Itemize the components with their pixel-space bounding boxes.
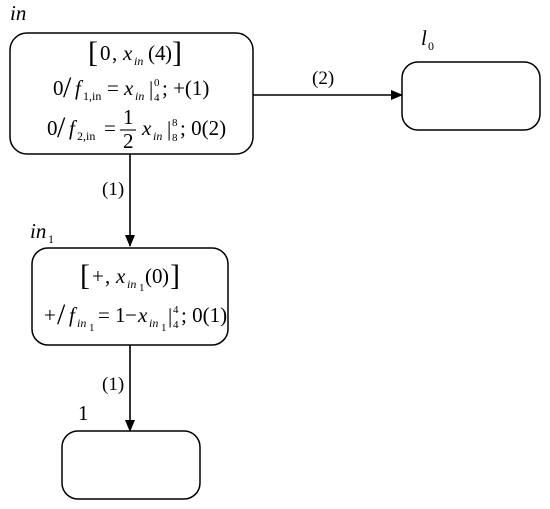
svg-text:0: 0 [100,41,111,65]
svg-text:in: in [77,316,86,330]
svg-text:1: 1 [89,322,95,334]
edge-label-in1-to-n1: (1) [102,374,124,395]
svg-text:0: 0 [47,116,58,140]
node-1: 1 [61,401,201,500]
node-in1-box [31,247,229,346]
svg-text:): ) [165,41,172,65]
svg-text:0: 0 [53,76,64,100]
svg-text:+: + [92,264,104,288]
svg-text:f: f [69,303,78,327]
svg-text:0: 0 [428,39,434,53]
svg-text:; +(1): ; +(1) [162,76,209,100]
svg-text:|: | [168,304,172,328]
svg-text:f: f [75,76,84,100]
node-in: in [ 0 , x in ( 4 ) ] 0 / f 1,in = x in … [9,1,254,155]
node-in-line2: 0 / f 1,in = x in | 0 4 ; +(1) [53,71,209,104]
node-1-box [61,430,201,500]
svg-text:in: in [134,54,143,68]
svg-text:1,in: 1,in [83,89,101,103]
svg-text:4: 4 [155,41,166,65]
svg-text:/: / [63,71,72,104]
edge-in-to-l0: (2) [253,68,403,100]
node-in-line3: 0 / f 2,in = 1 2 x in | 8 8 ; 0(2) [47,105,226,153]
svg-text:x: x [122,41,133,65]
svg-text:]: ] [172,36,182,69]
svg-text:x: x [141,116,152,140]
svg-text:0: 0 [154,77,160,89]
edge-label-in-to-in1: (1) [102,179,124,200]
svg-text:/: / [57,111,66,144]
node-l0-label: l [421,26,427,50]
edge-in-to-in1: (1) [102,154,135,247]
svg-text:(: ( [145,264,152,288]
svg-text:]: ] [170,259,180,292]
node-l0: l 0 [401,26,541,131]
svg-text:=: = [98,303,110,327]
svg-text:[: [ [80,259,90,292]
svg-text:8: 8 [172,132,178,144]
node-in1-line2: + / f in 1 = 1 − x in 1 | 4 4 ; 0(1) [44,298,227,334]
svg-text:x: x [137,303,148,327]
svg-text:1: 1 [115,303,126,327]
edge-label-in-to-l0: (2) [312,68,334,89]
svg-text:in: in [135,89,144,103]
svg-text:4: 4 [173,304,179,316]
svg-text:/: / [57,298,66,331]
node-1-label: 1 [78,401,89,425]
svg-text:2: 2 [123,129,134,153]
svg-text:(: ( [148,41,155,65]
svg-text:|: | [149,77,153,101]
svg-text:f: f [69,116,78,140]
svg-text:): ) [162,264,169,288]
svg-text:1: 1 [123,105,134,129]
svg-text:+: + [44,303,56,327]
node-in1: in 1 [ + , x in 1 ( 0 ) ] + / f in 1 = 1… [30,219,229,346]
svg-text:x: x [115,264,126,288]
node-l0-box [401,61,541,131]
edge-in1-to-n1: (1) [102,345,135,432]
svg-text:=: = [104,116,116,140]
node-in1-line1: [ + , x in 1 ( 0 ) ] [80,259,180,294]
svg-text:,: , [112,41,117,65]
svg-text:4: 4 [173,319,179,331]
svg-text:4: 4 [154,92,160,104]
svg-text:8: 8 [172,117,178,129]
svg-text:0: 0 [152,264,163,288]
svg-text:[: [ [88,36,98,69]
svg-text:1: 1 [48,232,54,246]
svg-text:−: − [125,303,137,327]
svg-text:; 0(1): ; 0(1) [181,303,227,327]
svg-text:1: 1 [139,282,145,294]
node-in-box [9,32,254,155]
svg-text:in: in [127,277,136,291]
svg-text:=: = [107,76,119,100]
svg-text:in: in [153,129,162,143]
node-in-line1: [ 0 , x in ( 4 ) ] [88,36,182,69]
svg-text:1: 1 [161,322,167,334]
svg-text:|: | [167,117,171,141]
svg-text:in: in [149,316,158,330]
node-in1-label: in [30,219,46,243]
node-in-label: in [10,1,26,25]
svg-text:x: x [123,76,134,100]
svg-text:,: , [105,264,110,288]
svg-text:; 0(2): ; 0(2) [180,116,226,140]
svg-text:2,in: 2,in [77,129,95,143]
